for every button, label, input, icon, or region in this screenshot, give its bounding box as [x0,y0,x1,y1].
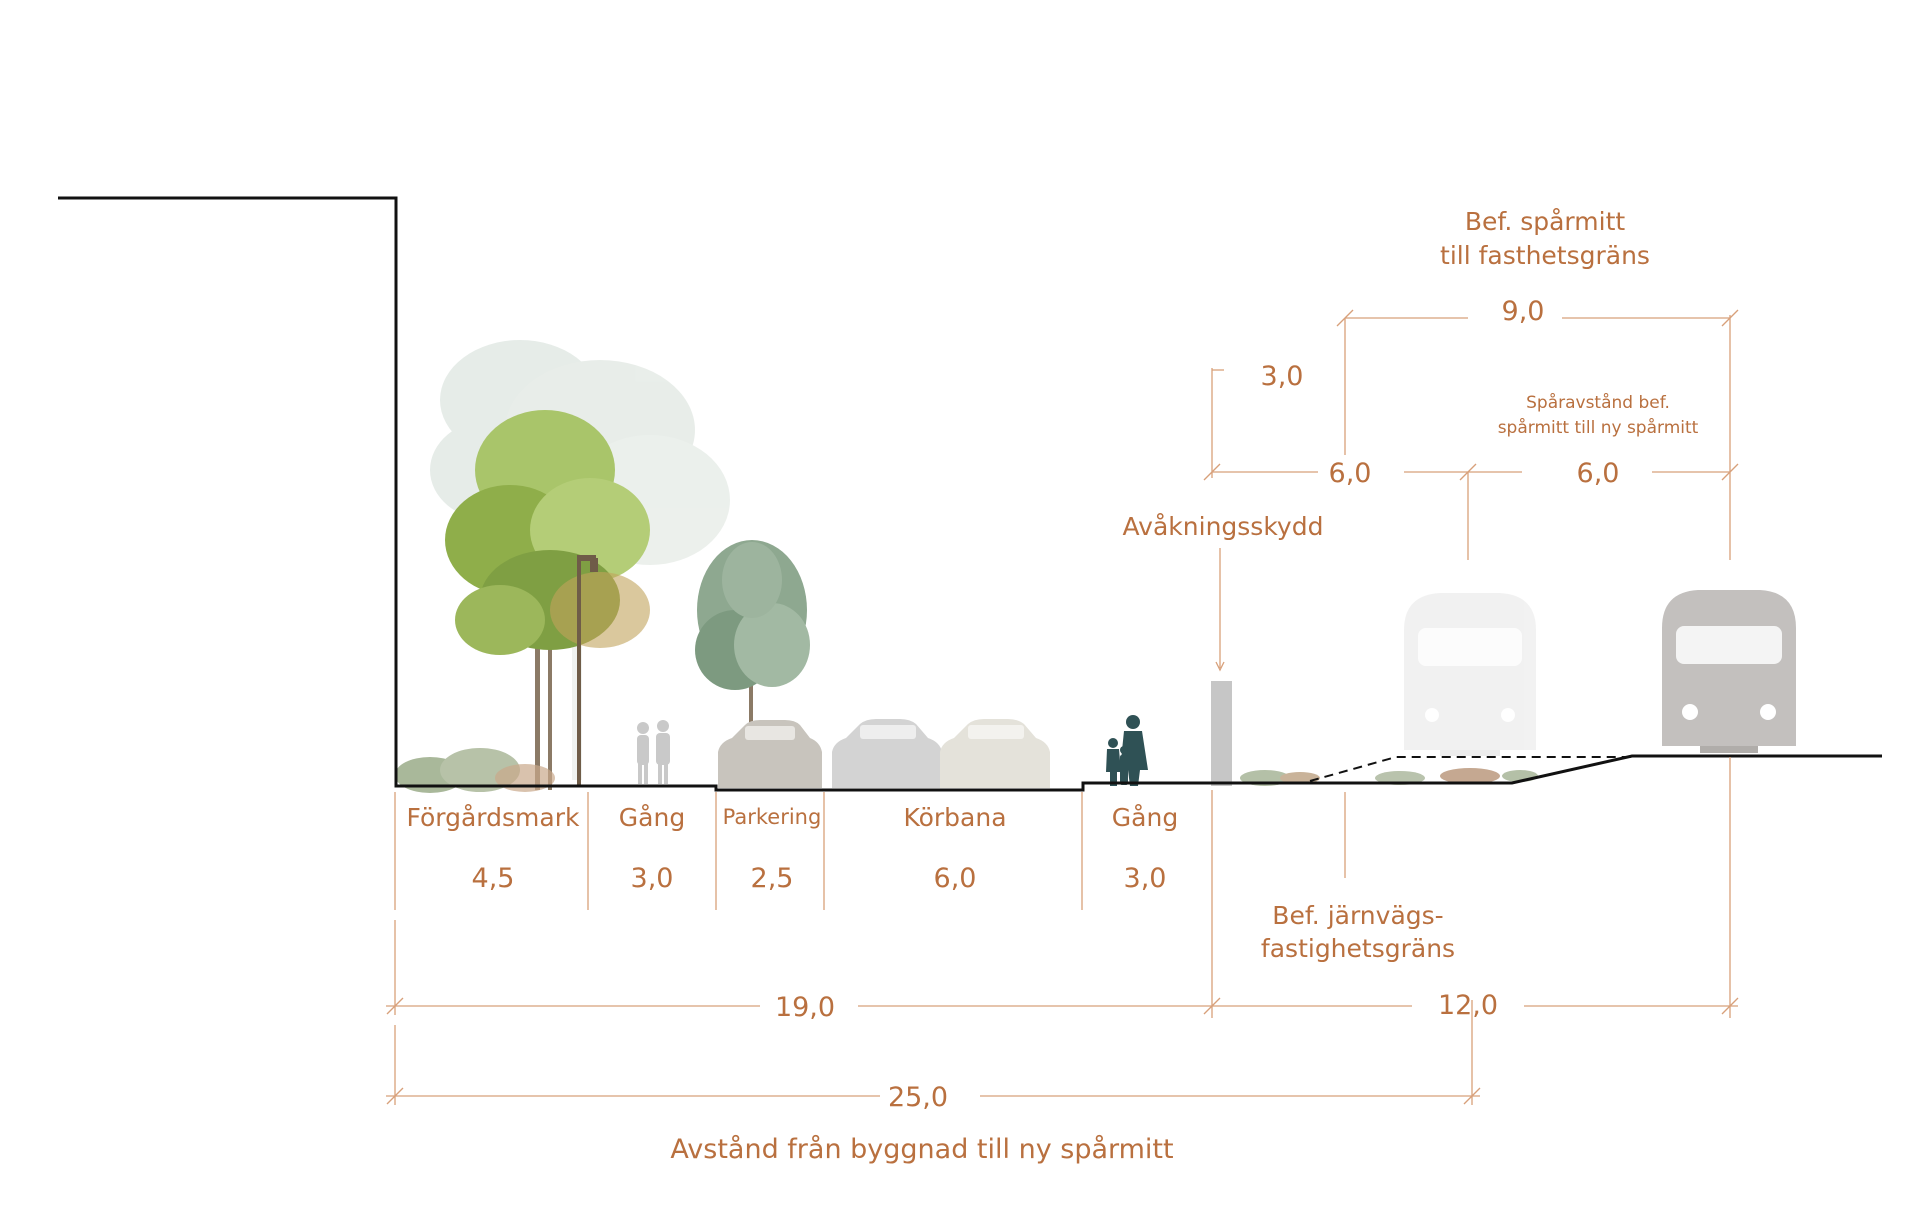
dimension-rail-total [1211,757,1739,1018]
dimension-overall [386,1000,1481,1105]
overall-caption: Avstånd från byggnad till ny spårmitt [670,1134,1173,1165]
overall-value: 25,0 [888,1082,948,1113]
pedestrian-icon [637,720,670,784]
dimension-upper [1203,309,1739,560]
segment-value: 3,0 [631,863,674,894]
segment-label: Förgårdsmark [407,803,580,832]
segment-value: 6,0 [934,863,977,894]
track-spacing-label: Spåravstånd bef. [1526,392,1670,413]
protection-offset-value: 3,0 [1261,361,1304,392]
car-icon [832,719,942,788]
track-to-boundary-label: Bef. spårmitt [1465,207,1626,236]
segment-ticks [394,792,1083,910]
street-tree-icon [695,540,810,785]
segment-labels: Förgårdsmark Gång Parkering Körbana Gång [407,803,1179,832]
segment-value: 3,0 [1124,863,1167,894]
segment-label: Gång [1112,803,1178,832]
protection-barrier [1211,681,1232,786]
segment-value: 4,5 [472,863,515,894]
segment-label: Parkering [723,805,822,829]
train-icon [1662,590,1796,753]
street-total-value: 19,0 [775,992,835,1023]
to-existing-track-value: 6,0 [1329,458,1372,489]
segment-label: Gång [619,803,685,832]
track-spacing-value: 6,0 [1577,458,1620,489]
street-tree-icon [445,410,650,790]
car-icon [940,719,1050,788]
track-spacing-label: spårmitt till ny spårmitt [1498,417,1699,438]
protection-arrow [1215,548,1225,672]
family-icon [1106,715,1148,786]
rail-property-label: Bef. järnvägs- [1272,901,1443,930]
segment-values: 4,5 3,0 2,5 6,0 3,0 [472,863,1167,894]
building-and-ground-line [58,196,1882,792]
street-lamp-icon [577,555,598,785]
car-icon [718,720,822,788]
train-icon [1404,593,1536,756]
track-to-boundary-value: 9,0 [1502,296,1545,327]
rail-total-value: 12,0 [1438,990,1498,1021]
track-to-boundary-label: till fasthetsgräns [1440,241,1650,270]
protection-label: Avåkningsskydd [1123,512,1324,541]
segment-value: 2,5 [751,863,794,894]
segment-label: Körbana [903,803,1006,832]
rail-property-label: fastighetsgräns [1261,934,1455,963]
track-level-line [1309,756,1632,782]
